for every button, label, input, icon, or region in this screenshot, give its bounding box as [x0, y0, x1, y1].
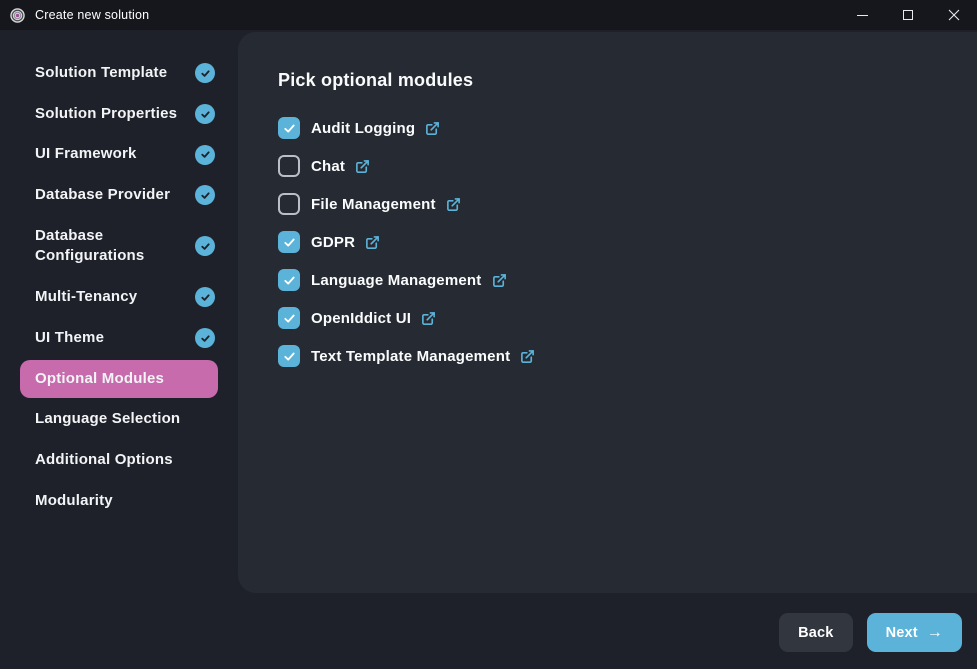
sidebar-item-label: Additional Options: [35, 450, 173, 468]
module-label[interactable]: Text Template Management: [311, 347, 511, 365]
sidebar-item-solution-template[interactable]: Solution Template: [20, 54, 218, 93]
external-link-icon[interactable]: [355, 159, 370, 174]
module-row-file-management: File Management: [278, 185, 937, 223]
window-title: Create new solution: [35, 8, 150, 22]
back-button[interactable]: Back: [779, 613, 853, 652]
sidebar-item-label: UI Theme: [35, 328, 105, 346]
checkbox-unchecked-chat[interactable]: [278, 155, 300, 177]
external-link-icon[interactable]: [446, 197, 461, 212]
wizard-footer: Back Next →: [779, 613, 962, 652]
module-row-chat: Chat: [278, 147, 937, 185]
sidebar-item-label: Modularity: [35, 491, 113, 509]
sidebar-item-language-selection[interactable]: Language Selection: [20, 400, 218, 439]
sidebar-item-solution-properties[interactable]: Solution Properties: [20, 95, 218, 134]
checkbox-checked-language-management[interactable]: [278, 269, 300, 291]
module-label[interactable]: Chat: [311, 157, 346, 175]
external-link-icon[interactable]: [520, 349, 535, 364]
module-row-audit-logging: Audit Logging: [278, 109, 937, 147]
step-completed-check-icon: [195, 236, 215, 257]
window-controls: [839, 0, 977, 30]
module-label[interactable]: Audit Logging: [311, 119, 416, 137]
close-button[interactable]: [931, 0, 977, 30]
sidebar-item-ui-theme[interactable]: UI Theme: [20, 319, 218, 358]
external-link-icon[interactable]: [492, 273, 507, 288]
module-row-gdpr: GDPR: [278, 223, 937, 261]
external-link-icon[interactable]: [425, 121, 440, 136]
module-row-openiddict-ui: OpenIddict UI: [278, 299, 937, 337]
maximize-button[interactable]: [885, 0, 931, 30]
external-link-icon[interactable]: [365, 235, 380, 250]
step-completed-check-icon: [195, 328, 215, 349]
sidebar-item-additional-options[interactable]: Additional Options: [20, 441, 218, 480]
checkbox-checked-gdpr[interactable]: [278, 231, 300, 253]
step-completed-check-icon: [195, 185, 215, 206]
sidebar-item-label: Solution Template: [35, 64, 168, 81]
sidebar-item-label: Multi-Tenancy: [35, 288, 138, 306]
module-row-language-management: Language Management: [278, 261, 937, 299]
checkbox-checked-audit-logging[interactable]: [278, 117, 300, 139]
minimize-button[interactable]: [839, 0, 885, 30]
sidebar-item-label: Database Configurations: [35, 226, 145, 265]
step-completed-check-icon: [195, 63, 215, 84]
sidebar-item-database-configurations[interactable]: Database Configurations: [20, 217, 218, 276]
sidebar-item-optional-modules[interactable]: Optional Modules: [20, 359, 218, 399]
next-button-label: Next: [885, 624, 918, 641]
sidebar-item-label: Optional Modules: [35, 369, 165, 387]
module-label[interactable]: File Management: [311, 195, 436, 213]
page-title: Pick optional modules: [278, 70, 474, 90]
step-completed-check-icon: [195, 287, 215, 308]
module-label[interactable]: OpenIddict UI: [311, 309, 412, 327]
titlebar[interactable]: Create new solution: [0, 0, 977, 30]
minimize-icon: [856, 14, 868, 16]
module-label[interactable]: GDPR: [311, 233, 356, 251]
sidebar-item-label: Language Selection: [35, 410, 181, 428]
module-row-text-template-management: Text Template Management: [278, 337, 937, 375]
checkbox-checked-openiddict-ui[interactable]: [278, 307, 300, 329]
sidebar-item-label: UI Framework: [35, 145, 137, 163]
arrow-right-icon: →: [926, 623, 943, 641]
sidebar-item-multi-tenancy[interactable]: Multi-Tenancy: [20, 278, 218, 317]
next-button[interactable]: Next →: [866, 613, 962, 652]
step-completed-check-icon: [195, 104, 215, 125]
back-button-label: Back: [798, 624, 834, 641]
module-label[interactable]: Language Management: [311, 271, 482, 289]
sidebar-item-database-provider[interactable]: Database Provider: [20, 176, 218, 215]
sidebar-item-modularity[interactable]: Modularity: [20, 482, 218, 521]
checkbox-unchecked-file-management[interactable]: [278, 193, 300, 215]
maximize-icon: [903, 10, 913, 20]
checkbox-checked-text-template-management[interactable]: [278, 345, 300, 367]
step-completed-check-icon: [195, 144, 215, 165]
external-link-icon[interactable]: [421, 311, 436, 326]
sidebar-item-label: Database Provider: [35, 186, 171, 204]
sidebar-item-label: Solution Properties: [35, 104, 178, 122]
sidebar-item-ui-framework[interactable]: UI Framework: [20, 135, 218, 174]
close-icon: [948, 9, 960, 21]
app-logo-icon: [10, 7, 25, 23]
